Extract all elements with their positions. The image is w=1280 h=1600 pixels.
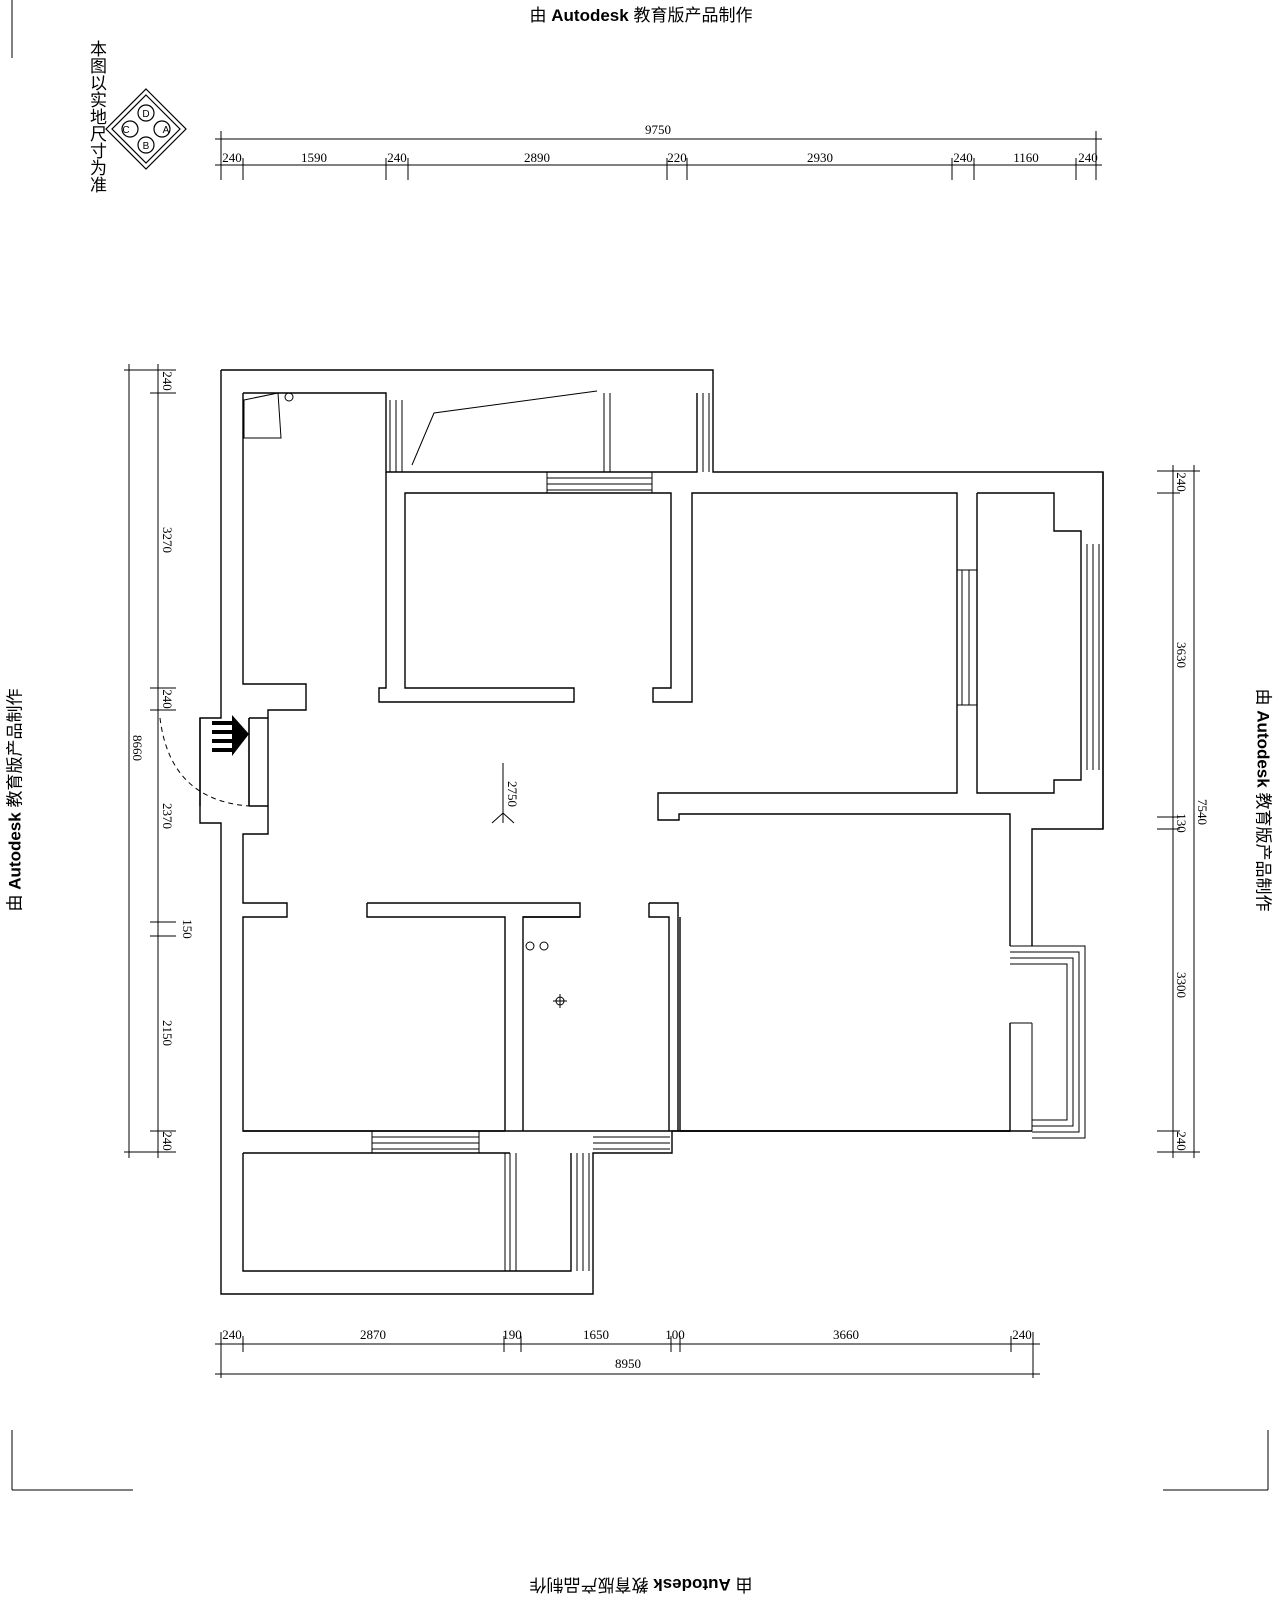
- window-bottom-mid: [593, 1130, 670, 1150]
- basin-icon: [539, 941, 549, 951]
- window-balcony-right: [696, 393, 710, 472]
- dim-top-1: 240: [222, 150, 242, 165]
- dim-bottom-3: 190: [502, 1327, 522, 1342]
- window-lower-balcony: [504, 1153, 590, 1271]
- dim-left-5: 150: [180, 919, 195, 939]
- window-balcony-left: [389, 400, 403, 472]
- dim-top-8: 1160: [1013, 150, 1039, 165]
- dim-left-4: 2370: [160, 803, 175, 829]
- counter-line: [411, 390, 598, 466]
- watermark-prefix: 由: [529, 6, 547, 25]
- dim-left-2: 3270: [160, 527, 175, 553]
- dimension-left: 240 3270 240 2370 150 2150 240 8660: [124, 364, 195, 1158]
- dim-right-total: 7540: [1195, 799, 1210, 825]
- dim-bottom-7: 240: [1012, 1327, 1032, 1342]
- dim-top-6: 2930: [807, 150, 833, 165]
- bay-window-right: [1010, 945, 1086, 1139]
- dim-left-6: 2150: [160, 1020, 175, 1046]
- elevation-marker-icon: 2750: [491, 763, 520, 824]
- watermark-suffix: 教育版产品制作: [633, 6, 753, 25]
- window-right-bay: [1086, 544, 1100, 770]
- dim-left-total: 8660: [130, 735, 145, 761]
- dim-right-5: 240: [1174, 1131, 1189, 1151]
- dim-bottom-5: 100: [665, 1327, 685, 1342]
- compass-icon: D A B C: [105, 88, 187, 170]
- dimension-right: 240 3630 130 3300 240 7540: [1157, 465, 1210, 1158]
- dim-right-2: 3630: [1174, 642, 1189, 668]
- toilet-icon: [525, 941, 535, 951]
- dim-top-2: 1590: [301, 150, 327, 165]
- watermark-top: 由 Autodesk 教育版产品制作: [530, 1, 753, 26]
- compass-label-b: B: [143, 141, 150, 152]
- scale-note: 本图以实地尺寸为准: [86, 40, 106, 193]
- dim-left-1: 240: [160, 371, 175, 391]
- compass-label-a: A: [163, 125, 170, 136]
- dim-bottom-2: 2870: [360, 1327, 386, 1342]
- dim-bottom-1: 240: [222, 1327, 242, 1342]
- dim-top-7: 240: [953, 150, 973, 165]
- dim-right-4: 3300: [1174, 972, 1189, 998]
- sheet-corner-marks: [11, 0, 1269, 1491]
- watermark-brand: Autodesk: [551, 6, 629, 25]
- sink-icon: [284, 392, 294, 402]
- dim-right-3: 130: [1174, 813, 1189, 833]
- floor-drain-icon: [553, 994, 567, 1008]
- entrance-arrow-icon: [212, 715, 249, 756]
- dim-interior: 2750: [505, 781, 520, 807]
- dim-right-1: 240: [1174, 472, 1189, 492]
- dim-top-4: 2890: [524, 150, 550, 165]
- interior-walls: [243, 472, 1082, 1132]
- dim-bottom-4: 1650: [583, 1327, 609, 1342]
- compass-label-d: D: [142, 109, 149, 120]
- kitchen-counter: [243, 392, 282, 439]
- dim-top-5: 220: [667, 150, 687, 165]
- dim-top-3: 240: [387, 150, 407, 165]
- dim-bottom-total: 8950: [615, 1356, 641, 1371]
- dim-left-7: 240: [160, 1131, 175, 1151]
- windows: [371, 393, 1100, 1271]
- entrance-door: [159, 715, 269, 807]
- window-balcony-mid: [603, 393, 611, 472]
- window-divider: [957, 569, 977, 706]
- dim-top-total: 9750: [645, 122, 671, 137]
- dim-top-9: 240: [1078, 150, 1098, 165]
- exterior-walls: [199, 369, 1104, 1295]
- dimension-bottom: 240 2870 190 1650 100 3660 240 8950: [215, 1327, 1040, 1378]
- fixtures: [243, 390, 598, 1008]
- window-top-a: [546, 471, 653, 493]
- dimension-top: 9750 240 1590 240 2890 220 2930 240 1160…: [215, 122, 1102, 180]
- compass-label-c: C: [122, 125, 129, 136]
- dim-bottom-6: 3660: [833, 1327, 859, 1342]
- dim-left-3: 240: [160, 689, 175, 709]
- window-bottom-left: [371, 1130, 480, 1153]
